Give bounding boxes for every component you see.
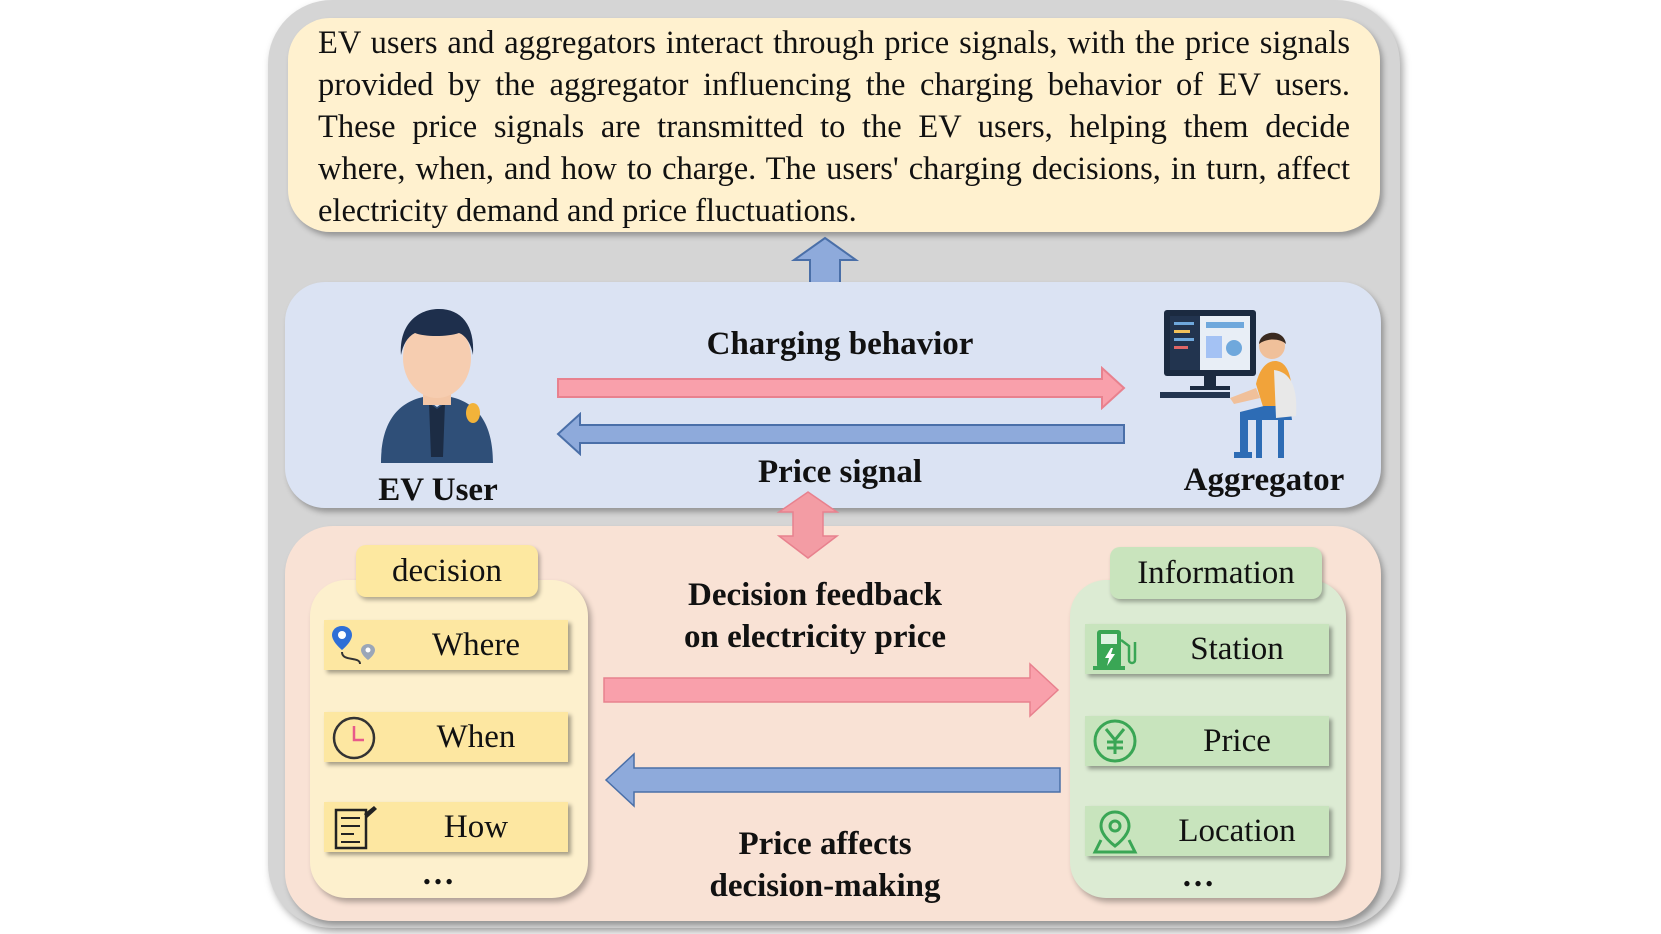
price-signal-label: Price signal [757, 454, 923, 490]
decision-more: … [421, 856, 455, 892]
decision-item-label: Where [432, 627, 520, 663]
charging-behavior-arrow [557, 366, 1126, 410]
feedback-bottom-label: Price affects decision-making [650, 823, 1000, 907]
yen-coin-icon [1093, 719, 1137, 763]
feedback-bottom-line2: decision-making [709, 868, 941, 904]
price-signal-arrow [556, 412, 1125, 456]
description-text: EV users and aggregators interact throug… [318, 25, 1350, 229]
information-more: … [1181, 858, 1215, 894]
information-item-label: Price [1203, 723, 1271, 759]
information-item-label: Station [1190, 631, 1284, 667]
information-item-station: Station [1085, 624, 1329, 674]
decision-item-label: When [436, 719, 516, 755]
aggregator-icon [1160, 310, 1297, 458]
clock-icon [332, 716, 376, 760]
feedback-top-line2: on electricity price [683, 619, 947, 655]
notepad-icon [334, 806, 377, 850]
ev-user-label: EV User [378, 472, 498, 508]
ev-user-icon [381, 309, 493, 463]
decision-item-when: When [324, 712, 568, 762]
decision-item-where: Where [324, 620, 568, 670]
charging-station-icon [1093, 630, 1137, 670]
location-pin-icon [1092, 810, 1138, 854]
feedback-left-arrow [604, 752, 1061, 808]
decision-item-label: How [443, 809, 509, 845]
decision-item-how: How [324, 802, 568, 852]
feedback-top-label: Decision feedback on electricity price [640, 574, 990, 658]
feedback-top-line1: Decision feedback [688, 577, 942, 613]
information-item-price: Price [1085, 716, 1329, 766]
feedback-right-arrow [603, 662, 1060, 718]
aggregator-label: Aggregator [1183, 462, 1345, 498]
information-item-location: Location [1085, 806, 1329, 856]
feedback-bottom-line1: Price affects [738, 826, 912, 862]
route-pin-icon [332, 626, 375, 665]
pink-double-arrow-icon [776, 491, 840, 559]
charging-behavior-label: Charging behavior [706, 326, 974, 362]
decision-title: decision [356, 545, 538, 597]
description-box [288, 18, 1380, 232]
information-item-label: Location [1178, 813, 1296, 849]
information-title: Information [1110, 547, 1322, 599]
